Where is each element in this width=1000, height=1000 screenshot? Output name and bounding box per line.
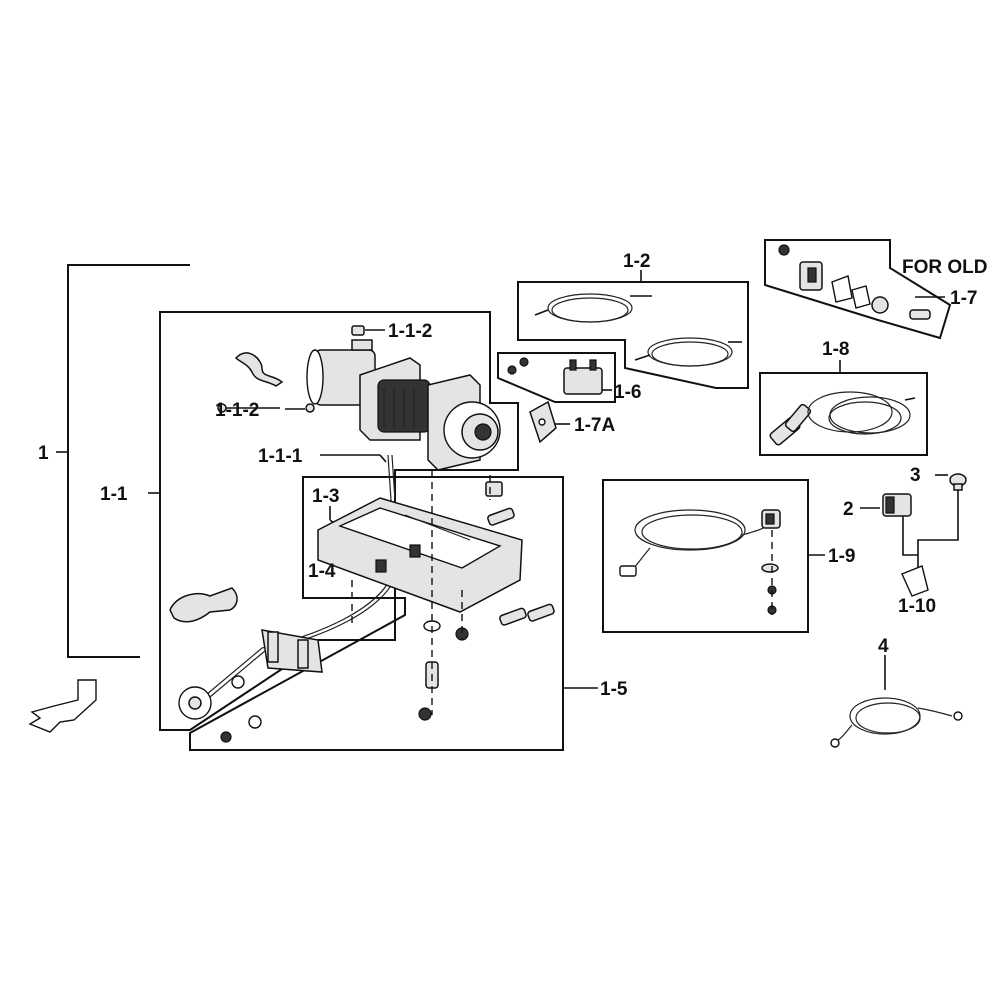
frame-1-5 xyxy=(189,476,598,751)
label-1-7: 1-7 xyxy=(950,288,977,309)
mounting-plate-icon xyxy=(901,565,929,597)
ground-wire-icon xyxy=(830,697,963,748)
label-4: 4 xyxy=(878,636,889,657)
frame-1-7 xyxy=(764,239,952,340)
frame-1-2 xyxy=(517,270,749,389)
winch-drum-icon xyxy=(306,339,501,471)
switch-icon xyxy=(778,244,931,320)
label-for-old: FOR OLD xyxy=(902,257,988,278)
screw-icon xyxy=(949,473,967,491)
frame-1-8 xyxy=(759,360,928,456)
label-1-1-2-top: 1-1-2 xyxy=(388,321,432,342)
label-1-10: 1-10 xyxy=(898,596,936,617)
fairlead-icon xyxy=(220,629,323,743)
label-1-1: 1-1 xyxy=(100,484,128,505)
alignment-lines xyxy=(351,470,491,715)
label-1-1-1: 1-1-1 xyxy=(258,446,303,467)
label-1-3: 1-3 xyxy=(312,486,339,507)
hand-strap-icon xyxy=(234,352,284,387)
label-1-1-2-left: 1-1-2 xyxy=(215,400,259,421)
frame-1-9 xyxy=(602,479,825,633)
label-1-2: 1-2 xyxy=(623,251,650,272)
label-1: 1 xyxy=(38,443,49,464)
part-labels: 1 1-1 1-1-2 1-1-2 1-1-1 1-3 1-4 1-5 1-2 … xyxy=(38,251,988,700)
front-arrow-icon xyxy=(28,679,97,733)
frame-1-6 xyxy=(497,352,616,403)
bolt-icon xyxy=(217,325,365,413)
switch-cover-icon xyxy=(882,493,912,517)
hook-icon xyxy=(169,587,238,720)
label-1-4: 1-4 xyxy=(308,561,336,582)
label-1-9: 1-9 xyxy=(828,546,855,567)
bracket-1 xyxy=(56,264,190,658)
label-2: 2 xyxy=(843,499,854,520)
mount-plate-icon xyxy=(317,497,523,613)
label-3: 3 xyxy=(910,465,921,486)
remote-cable-icon xyxy=(619,509,781,615)
label-1-8: 1-8 xyxy=(822,339,849,360)
cable-1-2-icon xyxy=(534,293,742,367)
label-1-7a: 1-7A xyxy=(574,415,615,436)
label-1-5: 1-5 xyxy=(600,679,628,700)
relay-icon xyxy=(507,357,603,395)
harness-1-8-icon xyxy=(769,391,916,446)
bracket-1-7a-icon xyxy=(529,400,557,444)
label-1-6: 1-6 xyxy=(614,382,641,403)
